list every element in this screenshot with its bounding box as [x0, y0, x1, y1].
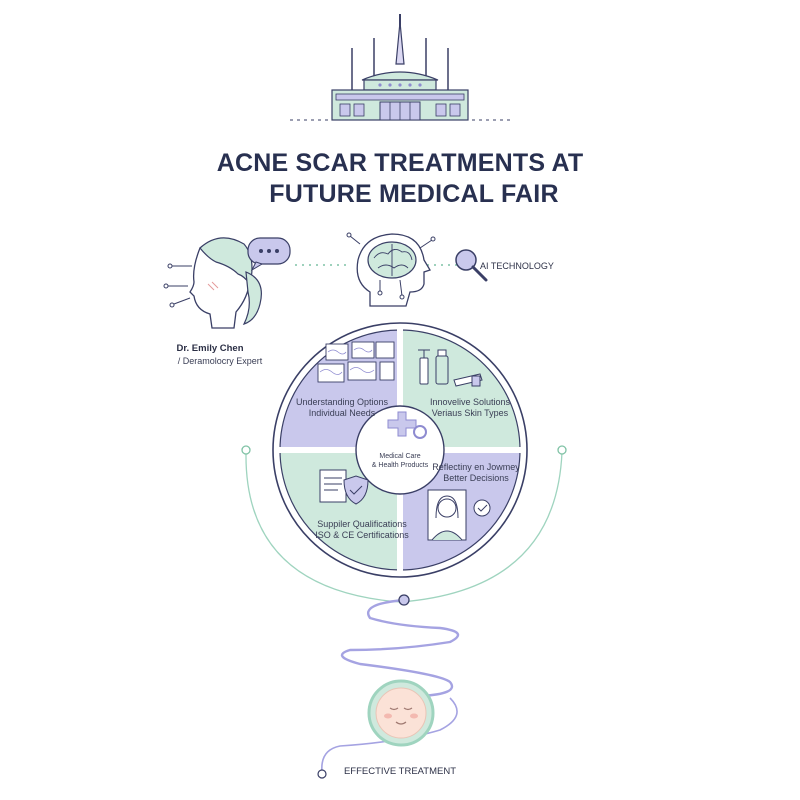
quadrant-top-right-text: Innovelive Solutions Veriaus Skin Types [410, 397, 530, 419]
page-title: ACNE SCAR TREATMENTS AT FUTURE MEDICAL F… [0, 148, 800, 210]
expert-role: / Deramolocry Expert [177, 356, 263, 366]
ai-technology-label: AI TECHNOLOGY [480, 261, 554, 271]
quadrant-bottom-right-text: Reflectiny en Jowmey Better Decisions [416, 462, 536, 484]
smiling-face-icon [367, 679, 435, 747]
quadrant-bottom-left-text: Suppiler Qualifications ISO & CE Certifi… [302, 519, 422, 541]
magnifier-icon [455, 249, 488, 282]
ai-brain-head-icon [346, 232, 436, 307]
building-illustration [290, 14, 510, 121]
center-label: Medical Care & Health Products [355, 452, 445, 470]
quadrant-top-right-line-1: Innovelive Solutions [429, 397, 511, 407]
quadrant-bottom-left-line-2: ISO & CE Certifications [315, 530, 409, 540]
expert-name: Dr. Emily Chen [176, 343, 244, 354]
center-label-line-2: & Health Products [371, 462, 429, 469]
quadrant-top-left-line-1: Understanding Options [295, 397, 389, 407]
quadrant-bottom-right-line-1: Reflectiny en Jowmey [432, 462, 520, 472]
quadrant-top-left-line-2: Individual Needs [308, 408, 376, 418]
quadrant-bottom-right-line-2: Better Decisions [443, 473, 509, 483]
expert-head-icon [163, 237, 291, 329]
center-label-line-1: Medical Care [379, 453, 421, 460]
quadrant-top-left-text: Understanding Options Individual Needs [282, 397, 402, 419]
title-line-2: FUTURE MEDICAL FAIR [269, 180, 559, 208]
quadrant-top-right-line-2: Veriaus Skin Types [431, 408, 509, 418]
treatment-wheel [272, 322, 528, 578]
title-line-1: ACNE SCAR TREATMENTS AT [216, 149, 584, 177]
effective-treatment-label: EFFECTIVE TREATMENT [343, 766, 457, 777]
quadrant-bottom-left-line-1: Suppiler Qualifications [317, 519, 407, 529]
